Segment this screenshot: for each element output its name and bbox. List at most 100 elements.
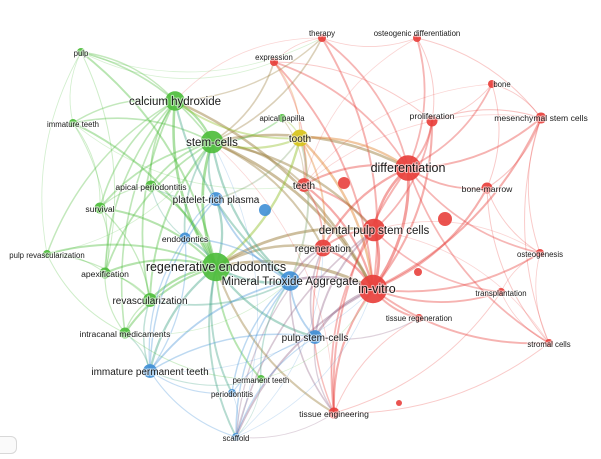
node-dot-5[interactable] (396, 400, 402, 406)
node-differentiation[interactable] (395, 155, 421, 181)
link-dental-pulp-stem-cells-proliferation (373, 120, 433, 231)
link-calcium-hydroxide-tooth (174, 100, 301, 140)
link-regenerative-endodontics-survival (98, 206, 218, 269)
node-calcium-hydroxide[interactable] (165, 91, 185, 111)
node-in-vitro[interactable] (358, 274, 388, 304)
link-permanent-teeth-in-vitro (260, 288, 374, 380)
link-apexification-pulp (80, 51, 116, 274)
link-calcium-hydroxide-immature-teeth (72, 98, 176, 124)
label-expression: expression (255, 53, 293, 62)
node-dental-pulp-stem-cells[interactable] (362, 218, 386, 242)
link-immature-permanent-teeth-in-vitro (149, 288, 374, 373)
label-teeth: teeth (293, 181, 315, 192)
link-in-vitro-calcium-hydroxide (173, 99, 375, 291)
node-dot-2[interactable] (438, 212, 452, 226)
link-platelet-rich-plasma-tooth (215, 137, 301, 200)
node-periodontitis[interactable] (228, 389, 236, 397)
label-survival: survival (85, 204, 114, 214)
link-immature-teeth-teeth (72, 122, 305, 190)
link-mesenchymal-stem-cells-teeth (303, 114, 542, 186)
link-regenerative-endodontics-tissue-engineering (214, 265, 336, 415)
node-regeneration[interactable] (314, 239, 332, 257)
link-transplantation-stromal-cells (500, 291, 550, 344)
link-in-vitro-mesenchymal-stem-cells (371, 116, 543, 291)
node-bone-marrow[interactable] (481, 182, 493, 194)
label-regenerative-endodontics: regenerative endodontics (146, 260, 286, 274)
node-survival[interactable] (94, 202, 106, 214)
link-stem-cells-regenerative-endodontics (201, 140, 218, 269)
node-tissue-engineering[interactable] (328, 407, 340, 419)
node-immature-permanent-teeth[interactable] (143, 364, 157, 378)
link-bone-teeth (303, 83, 493, 186)
node-endodontics[interactable] (179, 232, 191, 244)
node-intracanal-medicaments[interactable] (119, 327, 131, 339)
link-calcium-hydroxide-pulp-revascularization (46, 100, 176, 255)
node-dot-3[interactable] (414, 268, 422, 276)
link-revascularization-immature-permanent-teeth (142, 299, 151, 372)
link-pulp-stem-cells-tissue-regeneration (314, 317, 420, 340)
node-pulp[interactable] (77, 48, 85, 56)
link-proliferation-expression (273, 61, 433, 122)
node-mineral-trioxide-aggregate[interactable] (280, 271, 300, 291)
node-apexification[interactable] (99, 267, 111, 279)
node-stromal-cells[interactable] (545, 339, 553, 347)
label-proliferation: proliferation (410, 111, 455, 121)
link-regenerative-endodontics-immature-permanent-teeth (148, 265, 218, 373)
link-pulp-revascularization-stem-cells (46, 141, 213, 255)
node-apical-papilla[interactable] (278, 114, 286, 122)
link-bone-marrow-mesenchymal-stem-cells (486, 117, 542, 189)
node-therapy[interactable] (318, 34, 326, 42)
node-scaffold[interactable] (232, 433, 240, 441)
link-differentiation-mesenchymal-stem-cells (407, 117, 542, 169)
link-mineral-trioxide-aggregate-endodontics (184, 237, 291, 282)
node-proliferation[interactable] (426, 115, 438, 127)
link-calcium-hydroxide-survival (99, 100, 176, 209)
link-osteogenesis-stromal-cells (535, 252, 550, 344)
node-platelet-rich-plasma[interactable] (209, 192, 223, 206)
node-regenerative-endodontics[interactable] (201, 252, 231, 282)
node-osteogenesis[interactable] (536, 249, 544, 257)
node-bone[interactable] (488, 80, 496, 88)
link-mineral-trioxide-aggregate-scaffold (235, 280, 291, 438)
link-immature-permanent-teeth-permanent-teeth (149, 370, 262, 386)
link-in-vitro-tooth (298, 136, 375, 291)
node-stem-cells[interactable] (200, 130, 224, 154)
node-teeth[interactable] (297, 178, 311, 192)
link-pulp-stem-cells-immature-permanent-teeth (149, 333, 316, 372)
node-osteogenic-differentiation[interactable] (413, 34, 421, 42)
node-expression[interactable] (270, 58, 278, 66)
node-pulp-revascularization[interactable] (43, 250, 51, 258)
link-pulp-stem-cells-periodontitis (231, 336, 316, 394)
label-regeneration: regeneration (295, 244, 351, 255)
node-tooth[interactable] (291, 129, 309, 147)
link-dental-pulp-stem-cells-regenerative-endodontics (214, 226, 376, 269)
node-permanent-teeth[interactable] (257, 375, 265, 383)
node-transplantation[interactable] (497, 288, 505, 296)
link-in-vitro-differentiation (371, 166, 410, 291)
node-apical-periodontitis[interactable] (145, 180, 157, 192)
node-mesenchymal-stem-cells[interactable] (535, 112, 547, 124)
link-regeneration-scaffold (235, 247, 324, 438)
link-in-vitro-teeth (302, 183, 375, 291)
node-tissue-regeneration[interactable] (415, 314, 423, 322)
label-stem-cells: stem-cells (186, 137, 238, 149)
node-immature-teeth[interactable] (69, 119, 77, 127)
node-pulp-stem-cells[interactable] (308, 330, 322, 344)
link-in-vitro-stem-cells (210, 140, 375, 291)
label-pulp: pulp (74, 49, 89, 58)
link-in-vitro-therapy (321, 37, 379, 290)
link-calcium-hydroxide-therapy (174, 37, 323, 102)
link-scaffold-stem-cells (211, 141, 258, 438)
node-revascularization[interactable] (143, 293, 157, 307)
link-differentiation-osteogenic-differentiation (407, 37, 426, 169)
node-dot-1[interactable] (338, 177, 350, 189)
link-osteogenesis-dental-pulp-stem-cells (373, 221, 541, 254)
node-dot-4[interactable] (259, 204, 271, 216)
link-differentiation-stem-cells (210, 133, 410, 170)
link-calcium-hydroxide-intracanal-medicaments (120, 100, 176, 334)
label-bone-marrow: bone-marrow (462, 184, 513, 194)
link-pulp-stem-cells-scaffold (235, 336, 316, 438)
link-in-vitro-proliferation (371, 119, 434, 291)
link-mineral-trioxide-aggregate-permanent-teeth (259, 280, 291, 380)
link-mineral-trioxide-aggregate-tissue-engineering (289, 280, 335, 414)
